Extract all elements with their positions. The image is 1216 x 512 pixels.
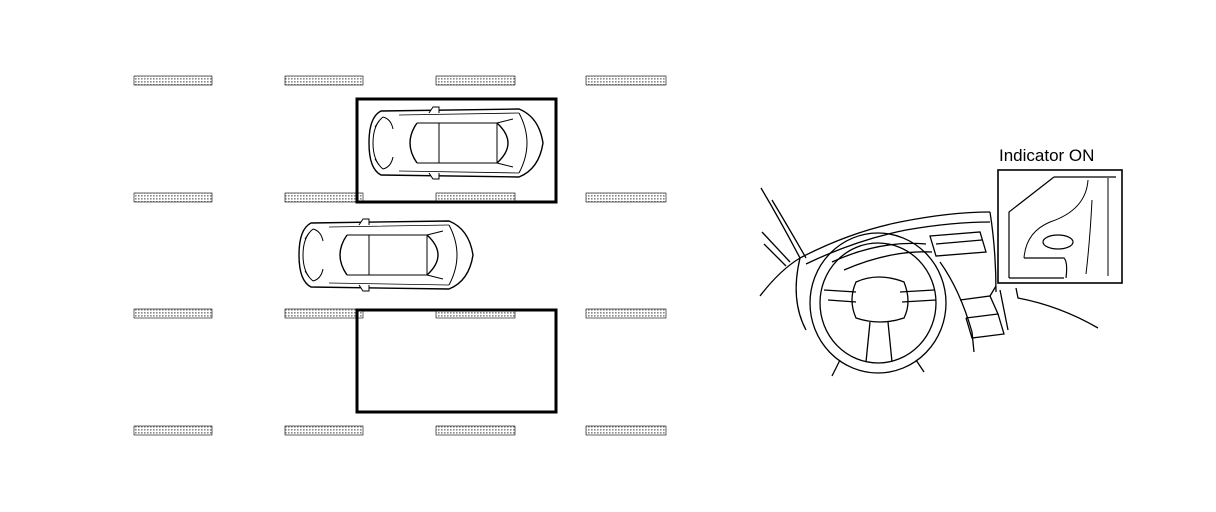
parking-marking (435, 425, 516, 436)
inset-frame (997, 169, 1123, 284)
parking-marking (585, 308, 667, 319)
parking-marking (284, 425, 364, 436)
parking-marking (133, 75, 213, 86)
parking-marking (133, 425, 213, 436)
parking-marking (284, 192, 364, 203)
marking-row-1 (133, 75, 667, 86)
parking-marking (133, 192, 213, 203)
indicator-lamp (1042, 234, 1074, 250)
dashboard-illustration (759, 187, 1099, 377)
marking-row-2 (133, 192, 667, 203)
parking-space-frame-empty (355, 308, 558, 414)
parking-marking (585, 75, 667, 86)
indicator-inset (997, 169, 1123, 284)
parking-marking (585, 425, 667, 436)
marking-row-4 (133, 425, 667, 436)
indicator-on-label: Indicator ON (999, 146, 1095, 165)
parking-marking (435, 75, 516, 86)
marking-row-3 (133, 308, 667, 319)
steering-wheel-outer (809, 232, 947, 374)
parking-marking (585, 192, 667, 203)
parking-marking (284, 75, 364, 86)
parked-car (368, 106, 544, 180)
steering-wheel-inner (819, 242, 937, 364)
parking-marking (133, 308, 213, 319)
moving-car (298, 218, 474, 292)
parking-markings (133, 75, 667, 436)
parking-space-frame-occupied (355, 97, 558, 204)
parking-marking (284, 308, 364, 319)
